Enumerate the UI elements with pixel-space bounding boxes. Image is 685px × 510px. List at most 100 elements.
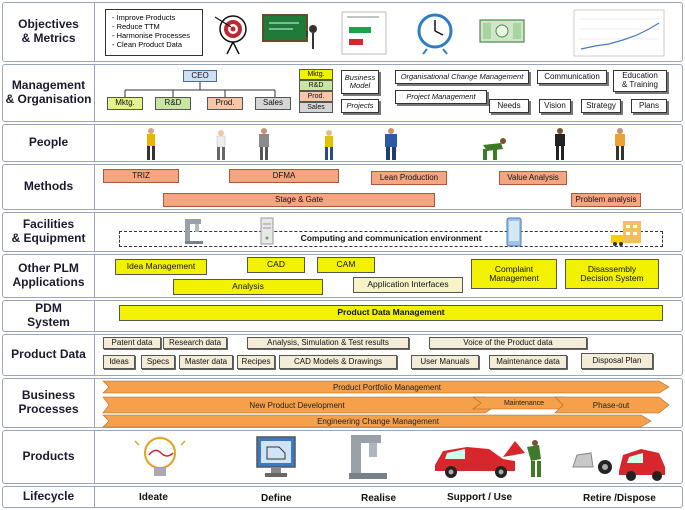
machine-icon [185,219,203,244]
method-value-analysis: Value Analysis [499,171,567,185]
method-lean: Lean Production [371,171,447,185]
method-problem-analysis: Problem analysis [571,193,641,207]
org-dept-mktg: Mktg. [107,97,143,110]
projects-box: Projects [341,99,379,113]
machine-icon [349,435,387,479]
org-dept-rd: R&D [155,97,191,110]
person-icon [483,138,506,160]
row-label-processes: Business Processes [3,379,95,427]
report-chart-icon [341,11,387,55]
org-chart-lines [124,82,276,97]
row-label-pdm: PDM System [3,301,95,331]
method-triz: TRIZ [103,169,179,183]
data-maintenance: Maintenance data [489,355,567,369]
process-ecm: Engineering Change Management [317,416,439,426]
org-dept-sales: Sales [255,97,291,110]
objective-item: - Reduce TTM [112,22,160,31]
data-voice-of-product: Voice of the Product data [429,337,587,349]
communication-box: Communication [537,70,607,84]
process-npd: New Product Development [249,400,345,410]
person-icon [216,130,226,160]
person-icon [385,128,397,160]
cad-monitor-icon [256,436,296,477]
org-ceo: CEO [183,70,217,82]
education-training-box: Education & Training [613,70,667,92]
app-complaint-management: Complaint Management [471,259,557,289]
person-icon [555,128,565,160]
process-maintenance: Maintenance [503,399,545,407]
server-icon [260,217,274,245]
person-icon [325,130,333,160]
process-portfolio: Product Portfolio Management [332,382,442,392]
row-applications: Other PLM Applications Idea Management C… [2,254,683,298]
process-phaseout: Phase-out [592,400,630,410]
app-cad: CAD [247,257,305,273]
data-analysis-results: Analysis, Simulation & Test results [247,337,409,349]
data-ideas: Ideas [103,355,135,369]
process-arrows [102,380,670,428]
row-product-data: Product Data Patent data Research data A… [2,334,683,376]
row-objectives: Objectives & Metrics - Improve Products … [2,2,683,62]
car-scrap-icon [572,449,665,481]
lifecycle-retire-dispose: Retire /Dispose [583,493,656,504]
row-label-product-data: Product Data [3,335,95,375]
factory-icon [611,221,641,246]
method-dfma: DFMA [229,169,339,183]
row-label-management: Management & Organisation [3,65,95,121]
data-user-manuals: User Manuals [411,355,479,369]
ocm-box: Organisational Change Management [395,70,529,84]
car-repair-icon [435,440,541,478]
lifecycle-support-use: Support / Use [447,492,513,503]
business-model-box: Business Model [341,70,379,94]
row-label-people: People [3,125,95,161]
plans-box: Plans [631,99,667,113]
lightbulb-icon [134,437,186,476]
pdm-bar: Product Data Management [119,305,663,321]
row-label-methods: Methods [3,165,95,209]
app-disassembly: Disassembly Decision System [565,259,659,289]
stack-rd: R&D [299,80,333,91]
row-methods: Methods TRIZ DFMA Lean Production Value … [2,164,683,210]
banknote-icon [479,19,525,43]
row-label-products: Products [3,431,95,483]
row-label-lifecycle: Lifecycle [3,487,95,507]
objective-item: - Harmonise Processes [112,31,190,40]
phone-icon [506,217,522,247]
app-cam: CAM [317,257,375,273]
app-analysis: Analysis [173,279,323,295]
lifecycle-ideate: Ideate [139,492,168,503]
row-people: People [2,124,683,162]
person-icon [147,128,155,160]
data-specs: Specs [141,355,175,369]
person-icon [615,128,625,160]
org-dept-prod: Prod. [207,97,243,110]
computing-environment: Computing and communication environment [119,231,663,247]
app-interfaces: Application Interfaces [353,277,463,293]
row-processes: Business Processes Product Portfolio Man… [2,378,683,428]
lifecycle-realise: Realise [361,493,397,504]
row-lifecycle: Lifecycle Ideate Define Realise Support … [2,486,683,508]
row-products: Products [2,430,683,484]
data-patent: Patent data [103,337,161,349]
data-master: Master data [179,355,233,369]
objectives-list: - Improve Products - Reduce TTM - Harmon… [105,9,203,56]
stack-prod: Prod. [299,91,333,102]
row-label-objectives: Objectives & Metrics [3,3,95,61]
vision-box: Vision [539,99,571,113]
row-facilities: Facilities & Equipment Computing and com… [2,212,683,252]
strategy-box: Strategy [581,99,621,113]
data-disposal-plan: Disposal Plan [581,353,653,369]
row-label-facilities: Facilities & Equipment [3,213,95,251]
row-label-applications: Other PLM Applications [3,255,95,297]
lifecycle-define: Define [261,493,292,504]
needs-box: Needs [489,99,529,113]
person-icon [259,128,269,160]
objective-item: - Improve Products [112,13,176,22]
row-management: Management & Organisation CEO Mktg. R&D … [2,64,683,122]
data-recipes: Recipes [237,355,275,369]
app-idea-management: Idea Management [115,259,207,275]
target-icon [214,15,247,55]
method-stage-gate: Stage & Gate [163,193,435,207]
stack-sales: Sales [299,102,333,113]
